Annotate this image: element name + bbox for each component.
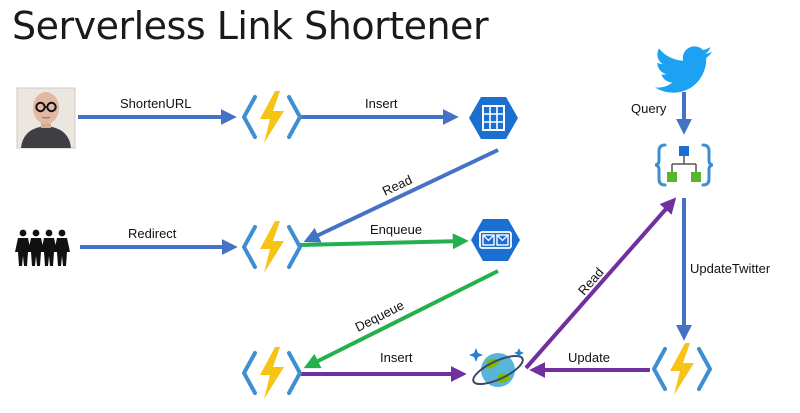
- arrow-dequeue: [303, 269, 499, 369]
- label-update: Update: [568, 350, 610, 365]
- cosmos-db-icon: [469, 348, 524, 387]
- logic-app-icon: [654, 143, 714, 187]
- azure-function-icon: [652, 343, 712, 395]
- user-photo-icon: [16, 87, 76, 149]
- twitter-bird-icon: [655, 46, 713, 93]
- azure-function-icon: [242, 347, 302, 399]
- azure-function-icon: [242, 91, 302, 143]
- users-group-icon: [15, 229, 70, 266]
- arrow-read-db: [524, 197, 677, 370]
- queue-storage-icon: [471, 219, 520, 261]
- azure-function-icon: [242, 221, 302, 273]
- arrow-enqueue: [299, 233, 469, 250]
- page-title: Serverless Link Shortener: [12, 4, 489, 48]
- label-redirect: Redirect: [128, 226, 177, 241]
- label-enqueue: Enqueue: [370, 222, 422, 237]
- label-query: Query: [631, 101, 667, 116]
- label-read-table: Read: [380, 172, 415, 199]
- label-insert-table: Insert: [365, 96, 398, 111]
- label-update-twitter: UpdateTwitter: [690, 261, 771, 276]
- arrow-read-table: [303, 148, 499, 243]
- label-shorten: ShortenURL: [120, 96, 192, 111]
- table-storage-icon: [469, 97, 518, 139]
- label-insert-db: Insert: [380, 350, 413, 365]
